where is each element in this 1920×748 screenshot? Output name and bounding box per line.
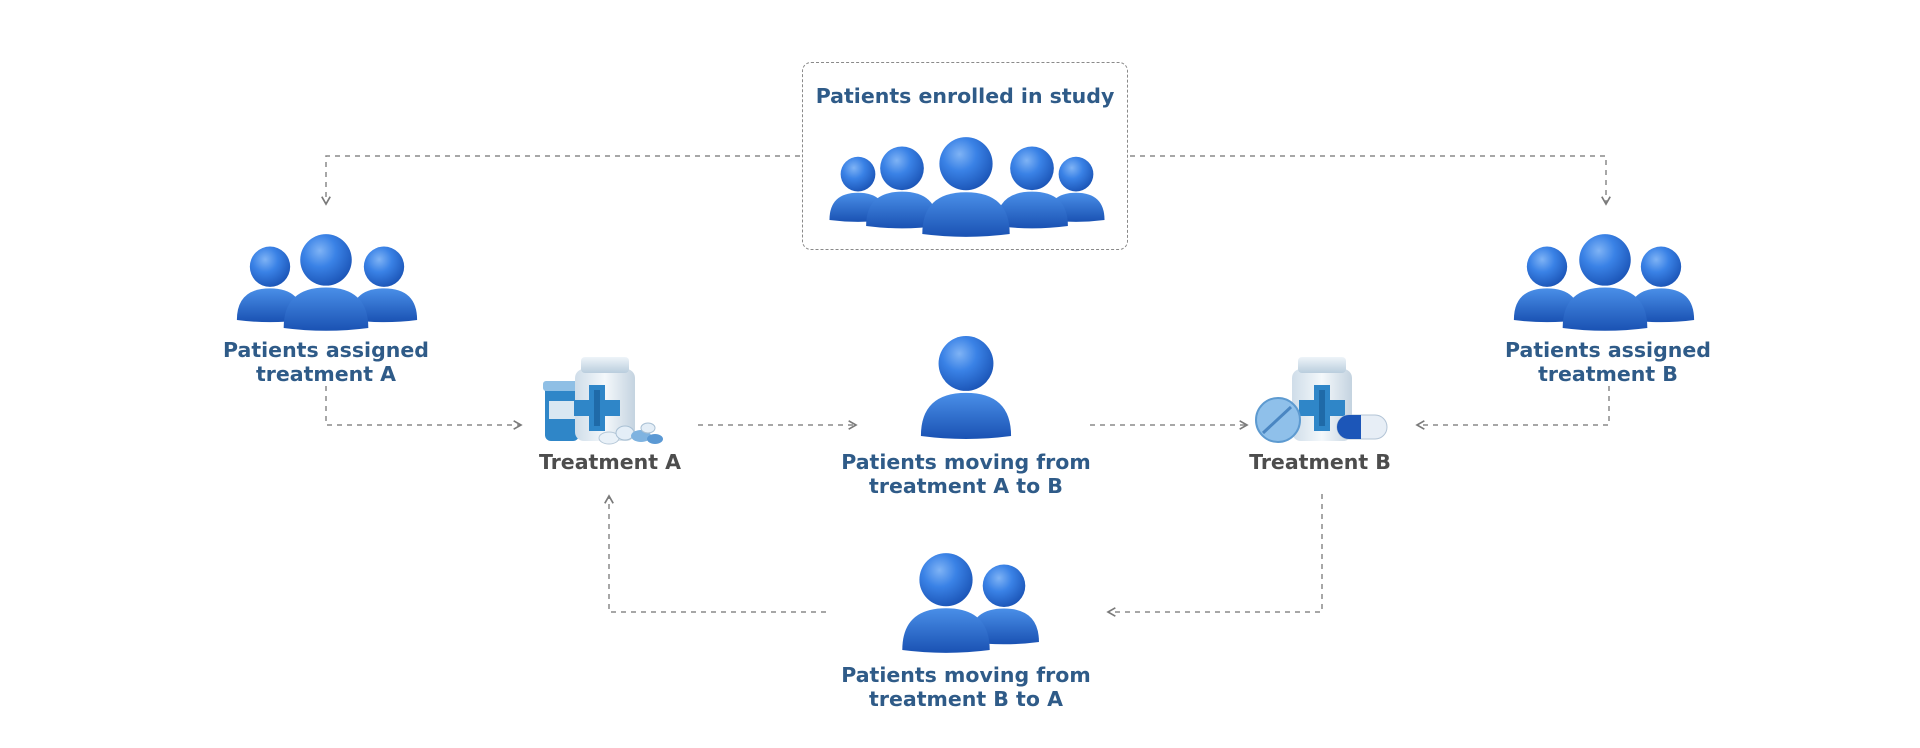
medicine-bottle-pills-icon	[1255, 357, 1388, 443]
people-group-icon	[902, 553, 1039, 653]
enrolled-box	[802, 62, 1128, 250]
person-icon	[920, 336, 1012, 439]
connector-treatment-b-to-moving-back	[1106, 494, 1323, 617]
person-icon	[922, 137, 1010, 237]
enrolled-label: Patients enrolled in study	[815, 84, 1115, 108]
people-group-icon	[829, 137, 1105, 237]
person-icon	[1562, 234, 1648, 331]
person-icon	[920, 336, 1012, 439]
connector-enrolled-to-a	[321, 155, 800, 206]
person-icon	[829, 156, 887, 222]
connectors	[321, 155, 1611, 617]
connector-assigned-a-to-treatment-a	[325, 386, 523, 430]
person-icon	[996, 146, 1068, 229]
person-icon	[1513, 246, 1581, 323]
connector-moving-back-to-treatment-a	[604, 494, 826, 613]
person-icon	[350, 246, 418, 323]
assigned-b-label: Patients assigned treatment B	[1505, 338, 1711, 386]
people-group-icon	[236, 234, 418, 331]
treatment-a-label: Treatment A	[538, 450, 682, 474]
connector-assigned-b-to-treatment-b	[1415, 386, 1610, 430]
moving-a-to-b-label: Patients moving from treatment A to B	[841, 450, 1091, 498]
person-icon	[902, 553, 990, 653]
medicine-bottle-icon	[543, 357, 663, 445]
person-icon	[866, 146, 938, 229]
people-group-icon	[1513, 234, 1695, 331]
connector-enrolled-to-b	[1130, 155, 1611, 206]
assigned-a-label: Patients assigned treatment A	[223, 338, 429, 386]
moving-b-to-a-label: Patients moving from treatment B to A	[841, 663, 1091, 711]
person-icon	[283, 234, 369, 331]
treatment-b-label: Treatment B	[1249, 450, 1391, 474]
